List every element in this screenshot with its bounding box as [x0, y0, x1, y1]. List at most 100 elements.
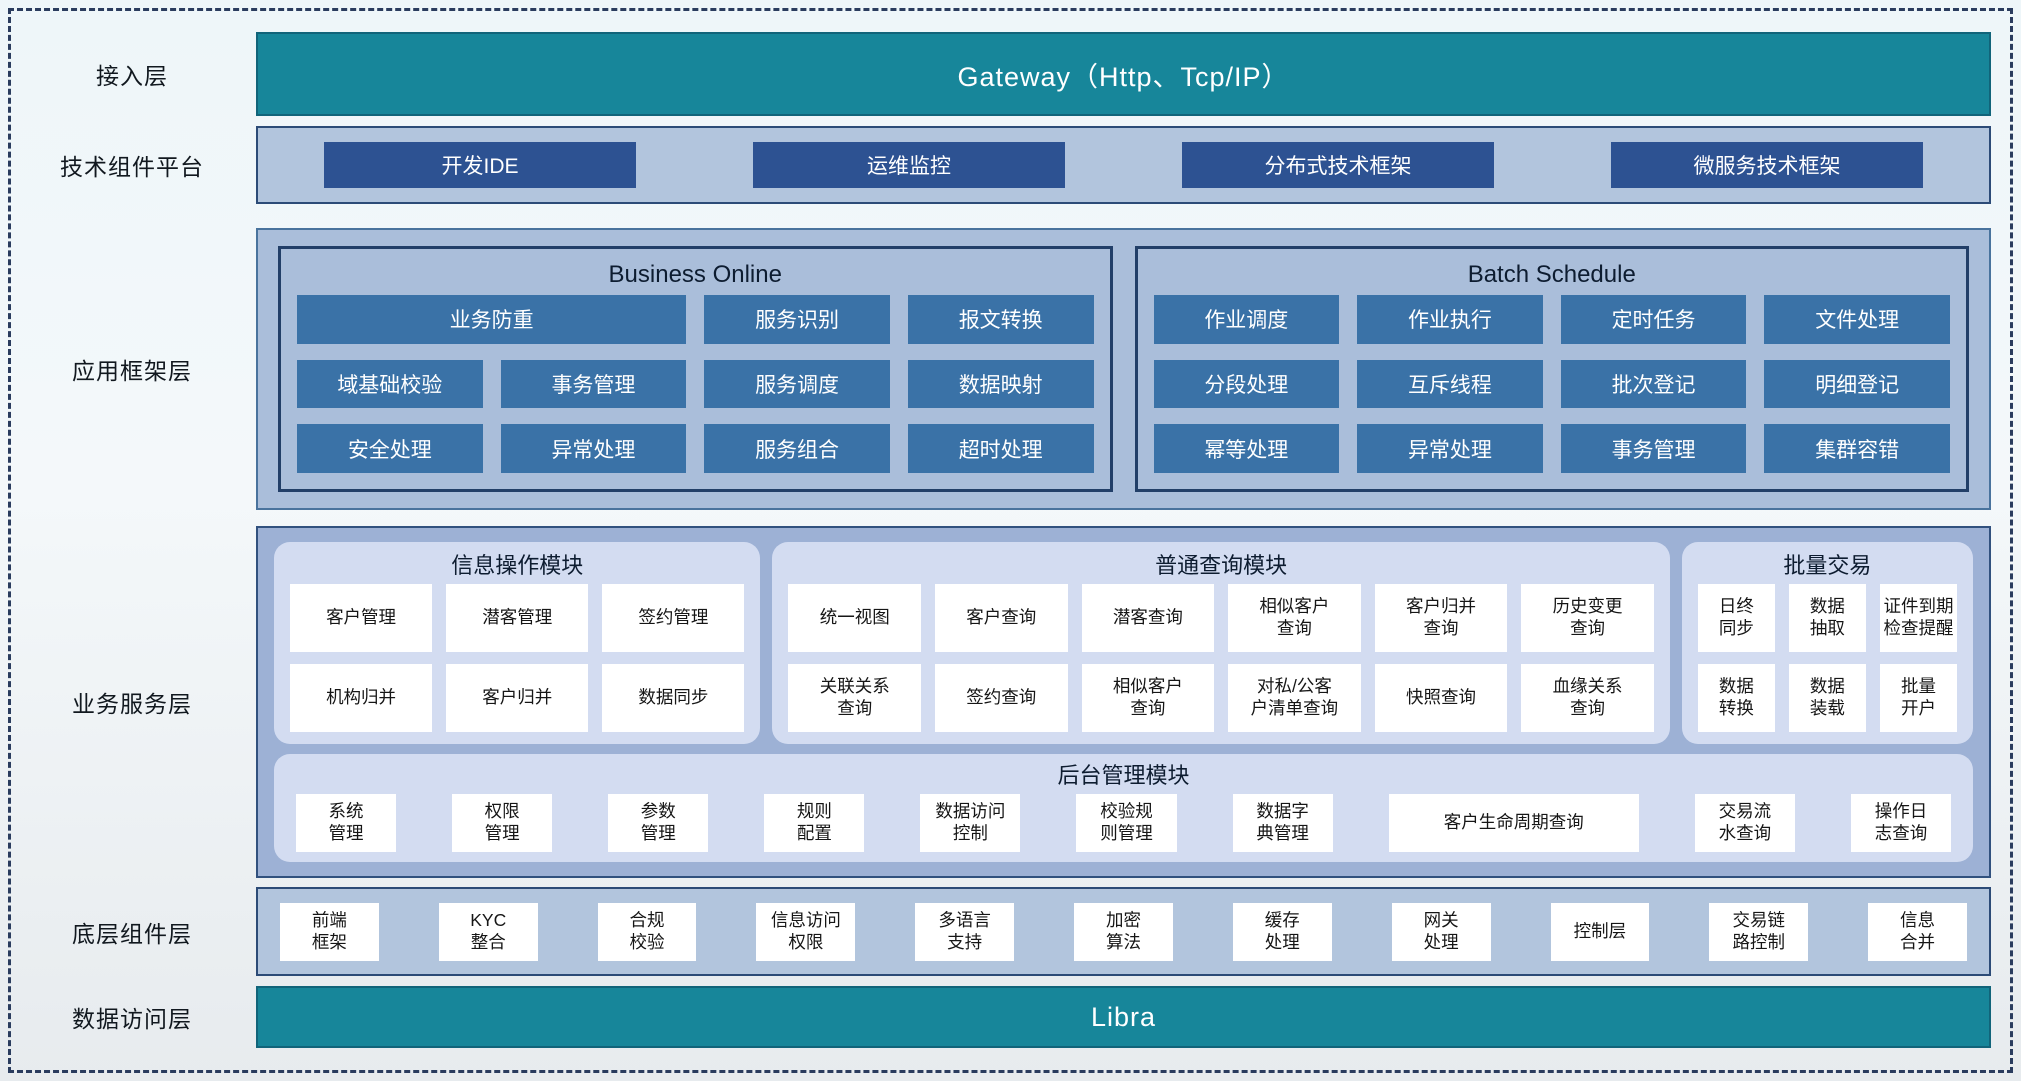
- batch-trade-box: 数据 抽取: [1788, 584, 1866, 652]
- batch-schedule-module-box: 批次登记: [1560, 359, 1747, 409]
- batch-schedule-module-box: 明细登记: [1764, 359, 1950, 409]
- admin-module-box: 数据访问 控制: [920, 794, 1021, 852]
- business-online-grid: 业务防重服务识别报文转换域基础校验事务管理服务调度数据映射安全处理异常处理服务组…: [297, 295, 1094, 473]
- query-module-title: 普通查询模块: [1155, 553, 1288, 578]
- batch-schedule-module-box: 幂等处理: [1153, 424, 1340, 473]
- query-module-box: 历史变更 查询: [1521, 584, 1654, 652]
- access-layer-row: 接入层 Gateway（Http、Tcp/IP）: [8, 32, 1991, 116]
- query-module-box: 签约查询: [935, 664, 1068, 732]
- batch-schedule-module-box: 作业调度: [1153, 295, 1340, 344]
- base-component-box: 合规 校验: [597, 902, 697, 961]
- business-online-title: Business Online: [608, 261, 782, 288]
- tech-component-box: 分布式技术框架: [1182, 142, 1494, 188]
- batch-schedule-module-box: 事务管理: [1560, 424, 1747, 473]
- business-online-module-box: 超时处理: [907, 424, 1094, 473]
- layer-label-access: 接入层: [96, 63, 168, 89]
- business-online-module-box: 异常处理: [500, 424, 687, 473]
- libra-bar: Libra: [256, 986, 1991, 1048]
- batch-schedule-panel: Batch Schedule 作业调度作业执行定时任务文件处理分段处理互斥线程批…: [1134, 246, 1969, 492]
- business-service-row: 业务服务层 信息操作模块 客户管理潜客管理签约管理机构归并客户归并数据同步 普通…: [8, 526, 1991, 878]
- admin-module-row: 系统 管理权限 管理参数 管理规则 配置数据访问 控制校验规 则管理数据字 典管…: [288, 794, 1959, 852]
- batch-schedule-module-box: 互斥线程: [1357, 359, 1543, 409]
- business-online-module-box: 业务防重: [297, 295, 687, 344]
- batch-schedule-module-box: 文件处理: [1764, 295, 1950, 344]
- tech-component-box: 运维监控: [753, 142, 1065, 188]
- batch-trade-box: 证件到期 检查提醒: [1879, 584, 1957, 652]
- query-module-box: 对私/公客 户清单查询: [1228, 664, 1361, 732]
- query-module-box: 关联关系 查询: [788, 664, 922, 732]
- query-module-grid: 统一视图客户查询潜客查询相似客户 查询客户归并 查询历史变更 查询关联关系 查询…: [788, 584, 1654, 732]
- base-component-box: KYC 整合: [438, 902, 538, 961]
- admin-module-box: 操作日 志查询: [1850, 794, 1952, 852]
- business-online-panel: Business Online 业务防重服务识别报文转换域基础校验事务管理服务调…: [278, 246, 1113, 492]
- business-online-module-box: 服务调度: [704, 359, 890, 409]
- query-module-box: 快照查询: [1374, 664, 1508, 732]
- data-access-row: 数据访问层 Libra: [8, 986, 1991, 1048]
- base-component-box: 前端 框架: [280, 902, 379, 961]
- query-module-box: 血缘关系 查询: [1521, 664, 1654, 732]
- admin-module-title: 后台管理模块: [1057, 763, 1190, 788]
- layer-label-base-components: 底层组件层: [72, 920, 192, 947]
- batch-trade-box: 批量 开户: [1879, 664, 1957, 732]
- info-module-card: 信息操作模块 客户管理潜客管理签约管理机构归并客户归并数据同步: [274, 542, 761, 744]
- info-module-box: 机构归并: [290, 664, 433, 732]
- batch-trade-title: 批量交易: [1783, 553, 1872, 578]
- batch-schedule-module-box: 作业执行: [1357, 295, 1543, 344]
- admin-module-box: 参数 管理: [608, 794, 709, 852]
- business-online-module-box: 数据映射: [907, 359, 1094, 409]
- admin-module-card: 后台管理模块 系统 管理权限 管理参数 管理规则 配置数据访问 控制校验规 则管…: [274, 754, 1973, 862]
- business-online-module-box: 域基础校验: [297, 359, 483, 409]
- app-framework-row: 应用框架层 Business Online 业务防重服务识别报文转换域基础校验事…: [8, 228, 1991, 510]
- query-module-box: 相似客户 查询: [1081, 664, 1215, 732]
- base-component-box: 网关 处理: [1391, 902, 1491, 961]
- batch-schedule-module-box: 分段处理: [1153, 359, 1340, 409]
- admin-module-box: 系统 管理: [296, 794, 397, 852]
- admin-module-box: 规则 配置: [764, 794, 865, 852]
- batch-schedule-module-box: 定时任务: [1560, 295, 1747, 344]
- query-module-box: 客户查询: [935, 584, 1068, 652]
- base-components-panel: 前端 框架 KYC 整合合规 校验信息访问 权限多语言 支持加密 算法缓存 处理网…: [256, 887, 1991, 976]
- business-online-module-box: 安全处理: [297, 424, 483, 473]
- business-online-module-box: 服务识别: [704, 295, 890, 344]
- query-module-box: 潜客查询: [1081, 584, 1215, 652]
- base-component-box: 交易链 路控制: [1709, 902, 1809, 961]
- admin-module-box: 权限 管理: [452, 794, 553, 852]
- batch-trade-grid: 日终 同步数据 抽取证件到期 检查提醒数据 转换数据 装载批量 开户: [1697, 584, 1957, 732]
- query-module-box: 客户归并 查询: [1374, 584, 1508, 652]
- layer-label-app-framework: 应用框架层: [72, 358, 192, 384]
- admin-module-box: 数据字 典管理: [1232, 794, 1333, 852]
- batch-trade-box: 日终 同步: [1697, 584, 1775, 652]
- info-module-box: 签约管理: [602, 584, 745, 652]
- base-component-box: 控制层: [1550, 902, 1650, 961]
- query-module-box: 统一视图: [788, 584, 922, 652]
- base-component-box: 多语言 支持: [915, 902, 1015, 961]
- query-module-box: 相似客户 查询: [1228, 584, 1361, 652]
- admin-module-box: 客户生命周期查询: [1388, 794, 1639, 852]
- info-module-box: 潜客管理: [446, 584, 589, 652]
- service-top-cards: 信息操作模块 客户管理潜客管理签约管理机构归并客户归并数据同步 普通查询模块 统…: [274, 542, 1973, 744]
- layer-label-data-access: 数据访问层: [72, 1006, 192, 1032]
- base-component-box: 信息访问 权限: [756, 902, 856, 961]
- batch-schedule-module-box: 异常处理: [1357, 424, 1543, 473]
- base-component-box: 加密 算法: [1074, 902, 1173, 961]
- admin-module-box: 校验规 则管理: [1076, 794, 1177, 852]
- business-online-module-box: 事务管理: [500, 359, 687, 409]
- layer-label-business-service: 业务服务层: [72, 691, 192, 717]
- app-framework-container: Business Online 业务防重服务识别报文转换域基础校验事务管理服务调…: [256, 228, 1991, 510]
- base-components-row: 底层组件层 前端 框架 KYC 整合合规 校验信息访问 权限多语言 支持加密 算法…: [8, 887, 1991, 976]
- batch-trade-box: 数据 转换: [1697, 664, 1775, 732]
- info-module-box: 客户归并: [446, 664, 589, 732]
- query-module-card: 普通查询模块 统一视图客户查询潜客查询相似客户 查询客户归并 查询历史变更 查询…: [772, 542, 1670, 744]
- tech-component-box: 开发IDE: [324, 142, 636, 188]
- base-component-box: 信息 合并: [1868, 902, 1967, 961]
- batch-trade-card: 批量交易 日终 同步数据 抽取证件到期 检查提醒数据 转换数据 装载批量 开户: [1681, 542, 1973, 744]
- gateway-bar: Gateway（Http、Tcp/IP）: [256, 32, 1991, 116]
- info-module-box: 数据同步: [602, 664, 745, 732]
- base-component-box: 缓存 处理: [1232, 902, 1332, 961]
- batch-schedule-module-box: 集群容错: [1764, 424, 1950, 473]
- info-module-title: 信息操作模块: [451, 553, 584, 578]
- batch-schedule-grid: 作业调度作业执行定时任务文件处理分段处理互斥线程批次登记明细登记幂等处理异常处理…: [1153, 295, 1950, 473]
